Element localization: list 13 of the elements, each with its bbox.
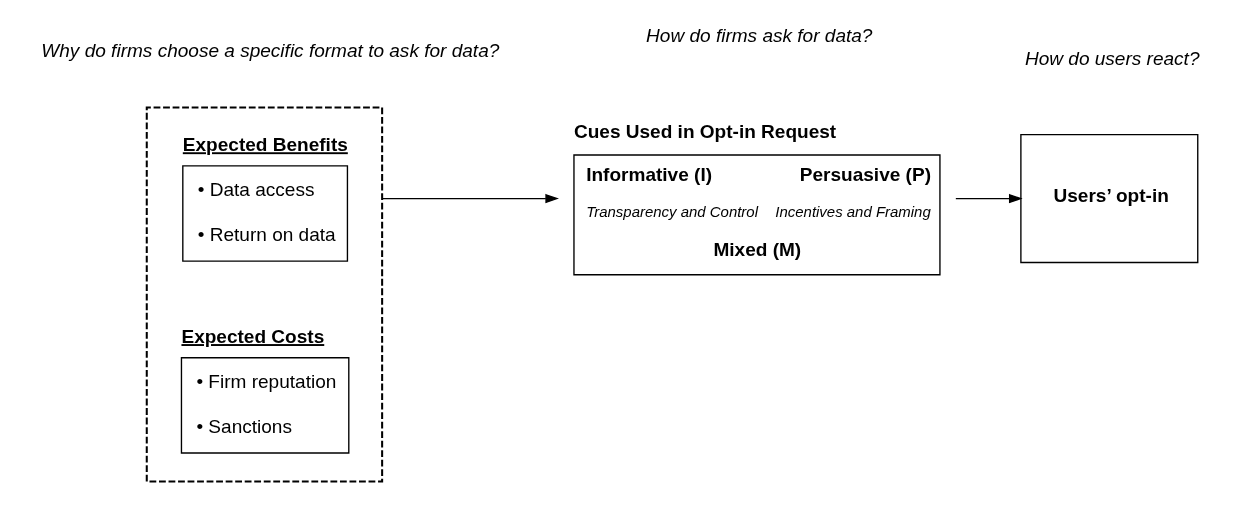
- node-label: Expected Costs: [180, 326, 324, 348]
- node-box: • Firm reputation • Sanctions: [180, 357, 349, 454]
- label: Why do firms choose a specific format to ask for data?: [40, 39, 499, 61]
- label: How do users react?: [1024, 47, 1200, 69]
- node-label: Cues Used in Opt-in Request: [573, 120, 836, 142]
- arrow: [380, 193, 559, 204]
- cluster: [145, 106, 383, 483]
- node-box: Users’ opt-in: [1019, 133, 1198, 264]
- node-label: Expected Benefits: [182, 134, 348, 156]
- node-box: • Data access • Return on data: [181, 165, 348, 262]
- arrow: [954, 193, 1023, 204]
- label: How do firms ask for data?: [645, 24, 872, 46]
- node-box: Informative (I) Persuasive (P) Transparency and Control Incentives and Framing Mixed (M): [572, 154, 941, 276]
